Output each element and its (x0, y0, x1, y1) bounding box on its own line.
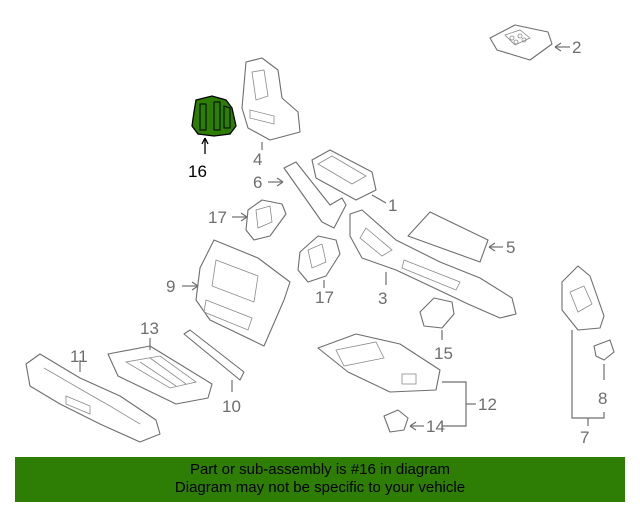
part-1-storage-box[interactable] (311, 149, 377, 201)
callout-9: 9 (166, 277, 175, 296)
callout-10: 10 (222, 397, 241, 416)
callout-4: 4 (253, 150, 262, 169)
part-12-console-tray[interactable] (317, 333, 441, 393)
callout-15: 15 (434, 344, 453, 363)
part-7-side-trim[interactable] (561, 265, 605, 331)
part-16-highlighted[interactable] (191, 95, 237, 137)
callout-14: 14 (426, 417, 445, 436)
part-10-trim-strip[interactable] (183, 329, 245, 381)
callout-11: 11 (70, 347, 88, 366)
callout-3: 3 (378, 289, 387, 308)
parts-diagram: 2 4 16 1 6 17 17 (25, 24, 615, 447)
part-17-air-vent-lower[interactable] (297, 235, 341, 283)
part-4-side-panel[interactable] (241, 57, 301, 141)
part-6-trim-strip[interactable] (283, 161, 347, 229)
callout-17-upper: 17 (208, 208, 227, 227)
callout-5: 5 (506, 238, 515, 257)
part-17-air-vent-upper[interactable] (245, 199, 287, 241)
part-9-center-bezel[interactable] (195, 239, 291, 347)
callout-7: 7 (580, 428, 589, 447)
banner-line-1: Part or sub-assembly is #16 in diagram (189, 461, 451, 478)
part-2-switch-bezel[interactable] (489, 24, 553, 61)
callout-2: 2 (572, 38, 581, 57)
part-11-floor-console[interactable] (25, 353, 161, 443)
part-14-clip[interactable] (383, 409, 409, 433)
part-8-clip[interactable] (593, 339, 615, 361)
callout-16: 16 (188, 162, 207, 181)
part-13-floor-tray[interactable] (107, 345, 213, 405)
callout-17-lower: 17 (315, 288, 334, 307)
callout-12: 12 (478, 395, 497, 414)
callout-1: 1 (388, 196, 397, 215)
info-banner: Part or sub-assembly is #16 in diagram D… (15, 457, 625, 502)
callout-6: 6 (253, 173, 262, 192)
part-3-console-frame[interactable] (349, 209, 517, 319)
banner-line-2: Diagram may not be specific to your vehi… (174, 479, 466, 496)
part-15-bracket[interactable] (419, 297, 455, 329)
callout-13: 13 (140, 319, 159, 338)
part-5-console-panel[interactable] (407, 211, 489, 263)
callout-8: 8 (598, 389, 607, 408)
